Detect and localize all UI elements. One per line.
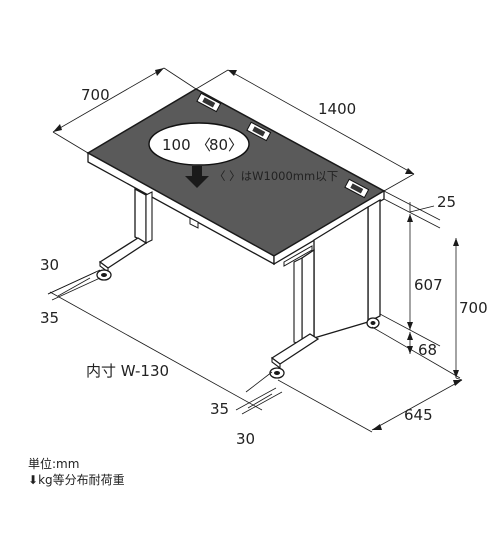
grommet-middle [246,121,272,142]
dim-left-offset-b: 35 [40,309,59,327]
down-arrow-icon [185,166,209,188]
grommet-front [344,178,370,199]
grommet-back [196,92,222,113]
dim-right-offset-a: 35 [210,400,229,418]
dim-lower-gap: 68 [418,341,437,359]
load-bracket-close: 〉 [228,136,243,154]
dim-right-offset-b: 30 [236,430,255,448]
leg-right [269,248,380,379]
legend-load: ⬇kg等分布耐荷重 [28,472,125,488]
legend-unit: 単位:mm [28,457,80,471]
down-arrow-icon: ⬇ [28,473,39,487]
load-bracket-open: 〈 [196,136,211,154]
load-indicator: 100 〈 80 〉 〈 〉はW1000mm以下 [148,122,338,188]
load-value: 100 [162,136,191,154]
dim-left-offset-a: 30 [40,256,59,274]
dim-leg-depth: 645 [404,406,433,424]
dim-total-height: 700 [459,299,488,317]
leg-left [96,187,153,281]
dim-depth: 700 [81,86,110,104]
load-note: 〈 〉はW1000mm以下 [214,169,338,183]
dim-width: 1400 [318,100,356,118]
load-alt-value: 80 [209,136,228,154]
dim-inner-width: 内寸 W-130 [86,362,169,380]
dimension-arrowheads [53,68,462,430]
load-oval [148,122,250,166]
end-panel-right [313,198,381,339]
rear-beam [283,245,313,267]
beam-bracket [189,217,199,229]
dim-apron-height: 607 [414,276,443,294]
legend-load-label: kg等分布耐荷重 [38,473,125,487]
dim-top-thickness: 25 [437,193,456,211]
